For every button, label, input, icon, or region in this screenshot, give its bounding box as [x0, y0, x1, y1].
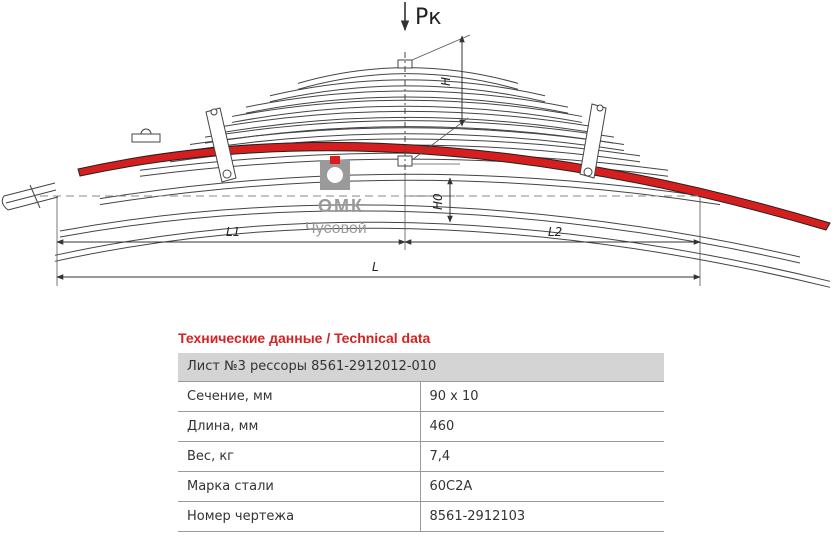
height-label: H — [439, 77, 453, 86]
spec-value: 90 x 10 — [419, 381, 664, 412]
spring-eye-left — [1, 182, 59, 211]
leaf-spring-drawing: Pк H H0 L1 L2 L ОМК Чусовой — [1, 2, 831, 288]
table-header-cell: Лист №3 рессоры 8561-2912012-010 — [178, 353, 664, 382]
total-length-label: L — [372, 260, 379, 274]
spring-leaf — [54, 221, 831, 288]
left-length-label: L1 — [226, 225, 240, 239]
spec-value: 60С2А — [419, 471, 664, 502]
right-length-label: L2 — [548, 225, 562, 239]
table-header-row: Лист №3 рессоры 8561-2912012-010 — [178, 353, 664, 382]
rebound-clip-left — [131, 128, 161, 143]
spec-label: Номер чертежа — [178, 501, 420, 532]
spring-leaf — [231, 99, 583, 123]
spec-value: 7,4 — [419, 441, 664, 472]
spring-leaf — [99, 173, 721, 206]
spring-leaf — [204, 120, 615, 144]
spec-label: Марка стали — [178, 471, 420, 502]
height0-label: H0 — [431, 193, 445, 210]
technical-data-table: Лист №3 рессоры 8561-2912012-010 Сечение… — [178, 353, 664, 532]
spec-value: 460 — [419, 411, 664, 442]
spring-leaf — [245, 90, 569, 114]
omk-logo: ОМК Чусовой — [305, 156, 367, 237]
logo-company: ОМК — [318, 196, 364, 216]
spec-value: 8561-2912103 — [419, 501, 664, 532]
spec-label: Сечение, мм — [178, 381, 420, 412]
technical-data-title: Технические данные / Technical data — [178, 330, 431, 346]
spec-label: Длина, мм — [178, 411, 420, 442]
logo-city: Чусовой — [305, 220, 367, 237]
spring-leaves — [54, 67, 831, 288]
spec-label: Вес, кг — [178, 441, 420, 472]
spring-leaf — [214, 110, 601, 135]
clamp-right — [579, 103, 607, 179]
highlighted-leaf — [77, 141, 831, 231]
clamp-left — [205, 107, 237, 183]
spring-leaf — [269, 79, 546, 103]
spring-leaf — [59, 204, 801, 264]
spring-leaf — [189, 127, 625, 152]
force-label: Pк — [415, 5, 442, 30]
center-bolt — [397, 52, 413, 175]
